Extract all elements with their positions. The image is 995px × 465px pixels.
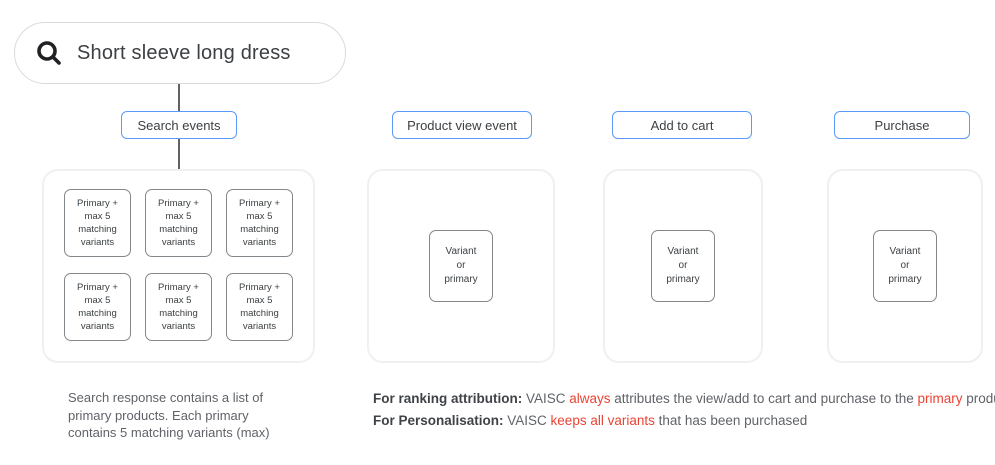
event-label-purchase: Purchase [834,111,970,139]
variant-or-primary-box: Variant or primary [651,230,715,302]
primary-variants-box: Primary + max 5 matching variants [226,273,293,341]
ranking-attribution-note: For ranking attribution: VAISC always at… [373,391,995,406]
personalisation-note: For Personalisation: VAISC keeps all var… [373,413,808,428]
search-events-container: Primary + max 5 matching variants Primar… [42,169,315,363]
search-bar[interactable]: Short sleeve long dress [14,22,346,84]
primary-variants-box: Primary + max 5 matching variants [145,273,212,341]
event-label-product-view: Product view event [392,111,532,139]
add-to-cart-container: Variant or primary [603,169,763,363]
search-query-text: Short sleeve long dress [77,41,291,64]
variant-or-primary-box: Variant or primary [873,230,937,302]
primary-variants-box: Primary + max 5 matching variants [226,189,293,257]
variant-or-primary-box: Variant or primary [429,230,493,302]
connector-line-bottom [178,138,180,169]
connector-line-top [178,84,180,112]
event-label-add-to-cart: Add to cart [612,111,752,139]
product-view-container: Variant or primary [367,169,555,363]
primary-variants-box: Primary + max 5 matching variants [64,189,131,257]
purchase-container: Variant or primary [827,169,983,363]
event-label-search-events: Search events [121,111,237,139]
search-response-note: Search response contains a list of prima… [68,390,270,440]
primary-variants-box: Primary + max 5 matching variants [64,273,131,341]
search-icon [35,39,63,67]
primary-variants-box: Primary + max 5 matching variants [145,189,212,257]
